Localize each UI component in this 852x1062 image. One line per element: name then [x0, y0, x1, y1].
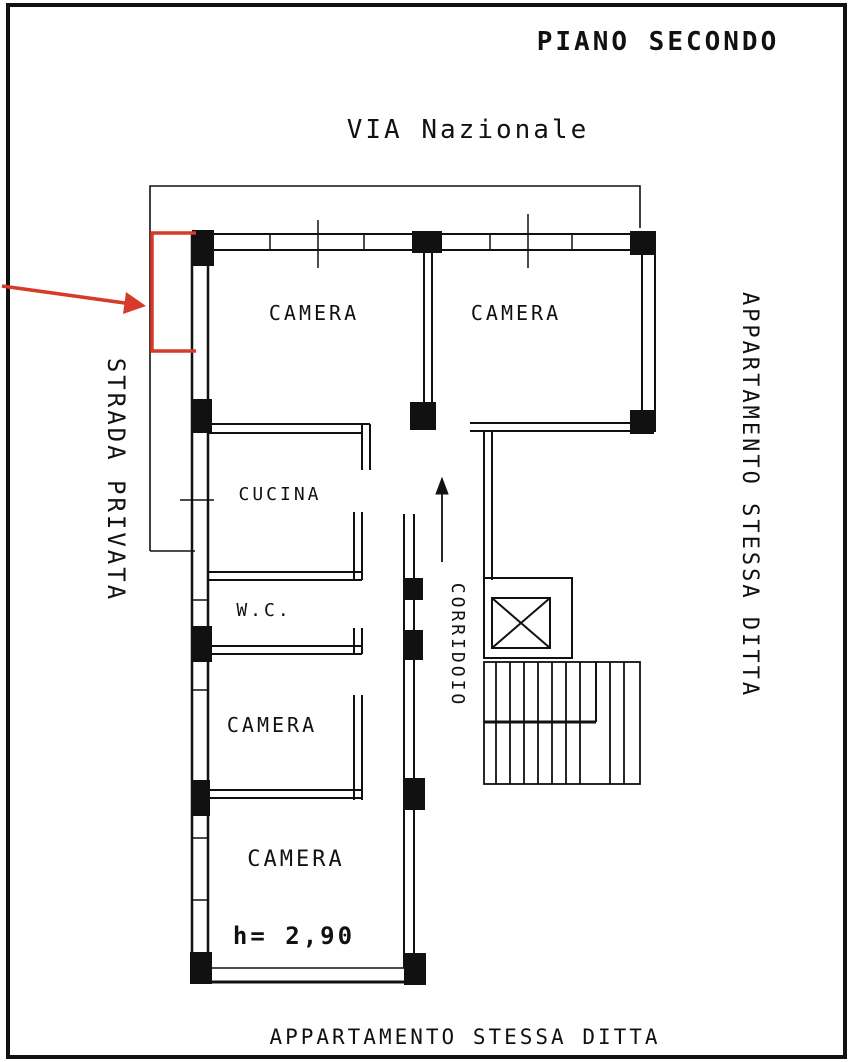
street-left-label: STRADA PRIVATA [102, 358, 130, 602]
room-label-camera-mid: CAMERA [227, 713, 317, 737]
staircase [483, 661, 641, 785]
room-label-wc: W.C. [236, 600, 291, 621]
room-label-camera-top-right: CAMERA [471, 301, 561, 325]
highlight-arrowhead-icon [123, 292, 146, 314]
highlight-arrow-line [1, 284, 133, 306]
balcony-outline [149, 185, 641, 552]
room-label-cucina: CUCINA [238, 484, 321, 505]
pillars [190, 230, 656, 985]
room-label-camera-bottom: CAMERA [247, 847, 344, 872]
plan-title: PIANO SECONDO [537, 27, 780, 57]
highlight-annotation [1, 231, 196, 353]
page-frame [6, 3, 847, 1059]
elevator-shaft [483, 577, 573, 659]
corridor-label: CORRIDOIO [447, 583, 468, 708]
highlight-bracket [150, 231, 196, 353]
side-right-label: APPARTAMENTO STESSA DITTA [737, 292, 762, 698]
walls [180, 214, 656, 984]
ceiling-height-note: h= 2,90 [233, 922, 355, 950]
street-top-label: VIA Nazionale [347, 115, 590, 145]
room-label-camera-top-left: CAMERA [269, 301, 359, 325]
side-bottom-label: APPARTAMENTO STESSA DITTA [269, 1025, 660, 1049]
corridor-arrow [435, 476, 449, 562]
